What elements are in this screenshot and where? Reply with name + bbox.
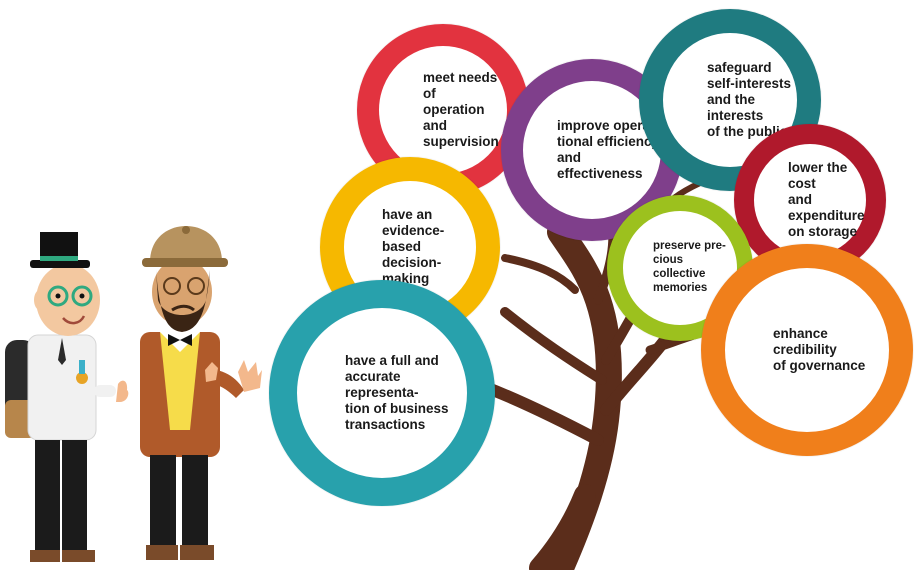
person-top-hat-icon	[5, 232, 129, 562]
bubble-credibility: enhance credibility of governance	[701, 244, 913, 456]
bubble-storage-cost: lower the cost and expenditure on storag…	[734, 124, 886, 276]
bubble-label: safeguard self-interests and the interes…	[707, 59, 792, 140]
bubble-business-transactions: have a full and accurate representa- tio…	[269, 280, 495, 506]
bubble-label: have a full and accurate representa- tio…	[345, 352, 449, 433]
bubble-label: preserve pre- cious collective memories	[653, 240, 726, 294]
bubble-label: improve opera- tional efficiency and eff…	[557, 117, 660, 182]
bubble-label: meet needs of operation and supervision	[423, 69, 499, 150]
bubble-label: lower the cost and expenditure on storag…	[788, 159, 865, 240]
person-pith-helmet-icon	[140, 226, 262, 560]
bubble-label: enhance credibility of governance	[773, 325, 866, 374]
bubble-label: have an evidence-based decision-making	[382, 206, 445, 287]
